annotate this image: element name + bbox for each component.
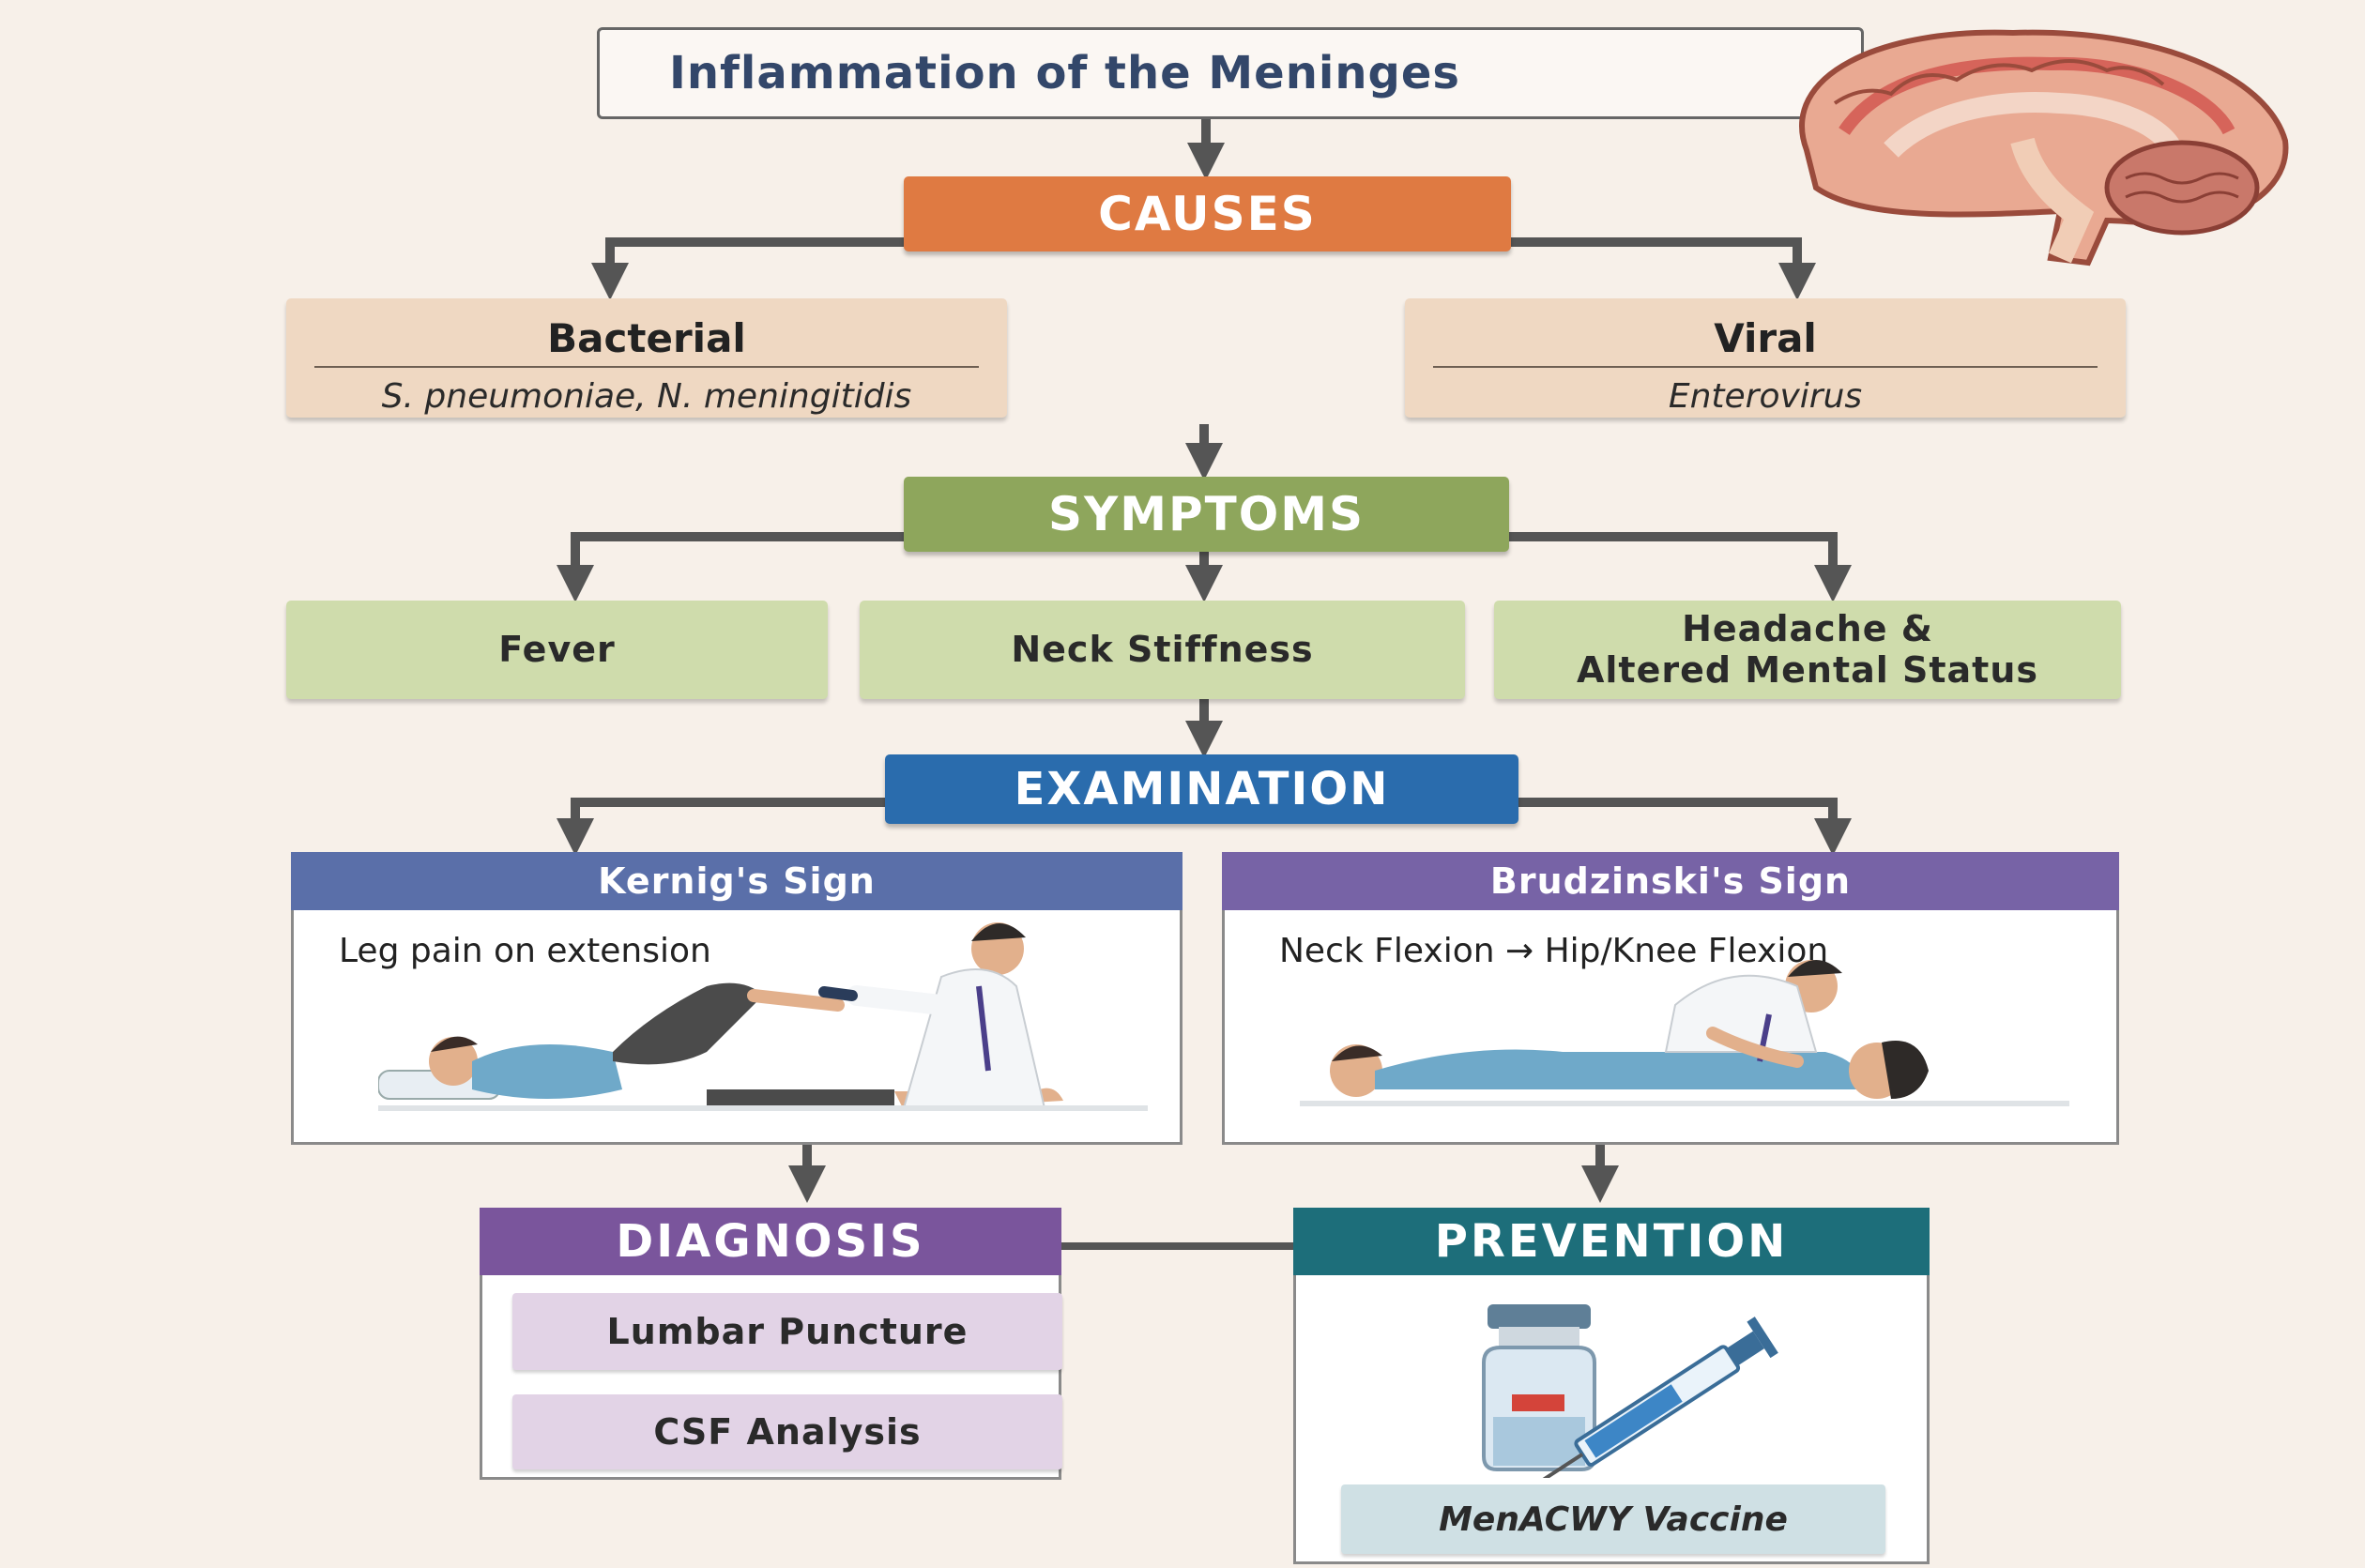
symptoms-header: SYMPTOMS [904, 477, 1509, 552]
causes-header: CAUSES [904, 176, 1511, 251]
symptom-fever: Fever [286, 601, 828, 699]
kernig-illustration [378, 922, 1148, 1111]
brudzinski-description: Neck Flexion → Hip/Knee Flexion [1279, 932, 1829, 970]
kernig-title: Kernig's Sign [291, 852, 1182, 910]
diagnosis-lumbar-puncture: Lumbar Puncture [512, 1293, 1062, 1370]
prevention-header: PREVENTION [1293, 1208, 1930, 1275]
diagnosis-box: DIAGNOSIS Lumbar Puncture CSF Analysis [480, 1208, 1062, 1480]
kernig-description: Leg pain on extension [339, 932, 711, 970]
bacterial-card: Bacterial S. pneumoniae, N. meningitidis [286, 298, 1007, 418]
symptom-neck-stiffness: Neck Stiffness [860, 601, 1465, 699]
brudzinski-title: Brudzinski's Sign [1222, 852, 2119, 910]
vaccine-vial-syringe-illustration [1482, 1304, 1778, 1478]
brudzinski-card: Brudzinski's Sign Neck Flexion → Hip/Kne… [1222, 852, 2119, 1145]
diagnosis-csf-analysis: CSF Analysis [512, 1394, 1062, 1469]
title-box: Inflammation of the Meninges [597, 27, 1864, 119]
symptom-fever-label: Fever [498, 628, 616, 670]
kernig-card: Kernig's Sign Leg pain on extension [291, 852, 1182, 1145]
bacterial-examples: S. pneumoniae, N. meningitidis [381, 377, 912, 416]
symptom-neck-stiffness-label: Neck Stiffness [1011, 628, 1314, 670]
brudzinski-illustration [1300, 959, 2069, 1106]
page-title: Inflammation of the Meninges [669, 47, 1460, 99]
viral-examples: Enterovirus [1668, 377, 1863, 416]
viral-divider [1433, 366, 2098, 368]
viral-title: Viral [1714, 315, 1817, 361]
diagnosis-header: DIAGNOSIS [480, 1208, 1061, 1275]
bacterial-title: Bacterial [547, 315, 746, 361]
bacterial-divider [314, 366, 979, 368]
vaccine-label: MenACWY Vaccine [1341, 1484, 1885, 1554]
viral-card: Viral Enterovirus [1405, 298, 2126, 418]
examination-header: EXAMINATION [885, 754, 1518, 824]
brain-illustration [1799, 29, 2289, 266]
symptom-headache-line1: Headache & [1682, 607, 1933, 649]
symptom-headache: Headache & Altered Mental Status [1494, 601, 2121, 699]
symptom-headache-line2: Altered Mental Status [1576, 648, 2039, 691]
prevention-box: PREVENTION MenACWY Vaccine [1293, 1208, 1930, 1564]
